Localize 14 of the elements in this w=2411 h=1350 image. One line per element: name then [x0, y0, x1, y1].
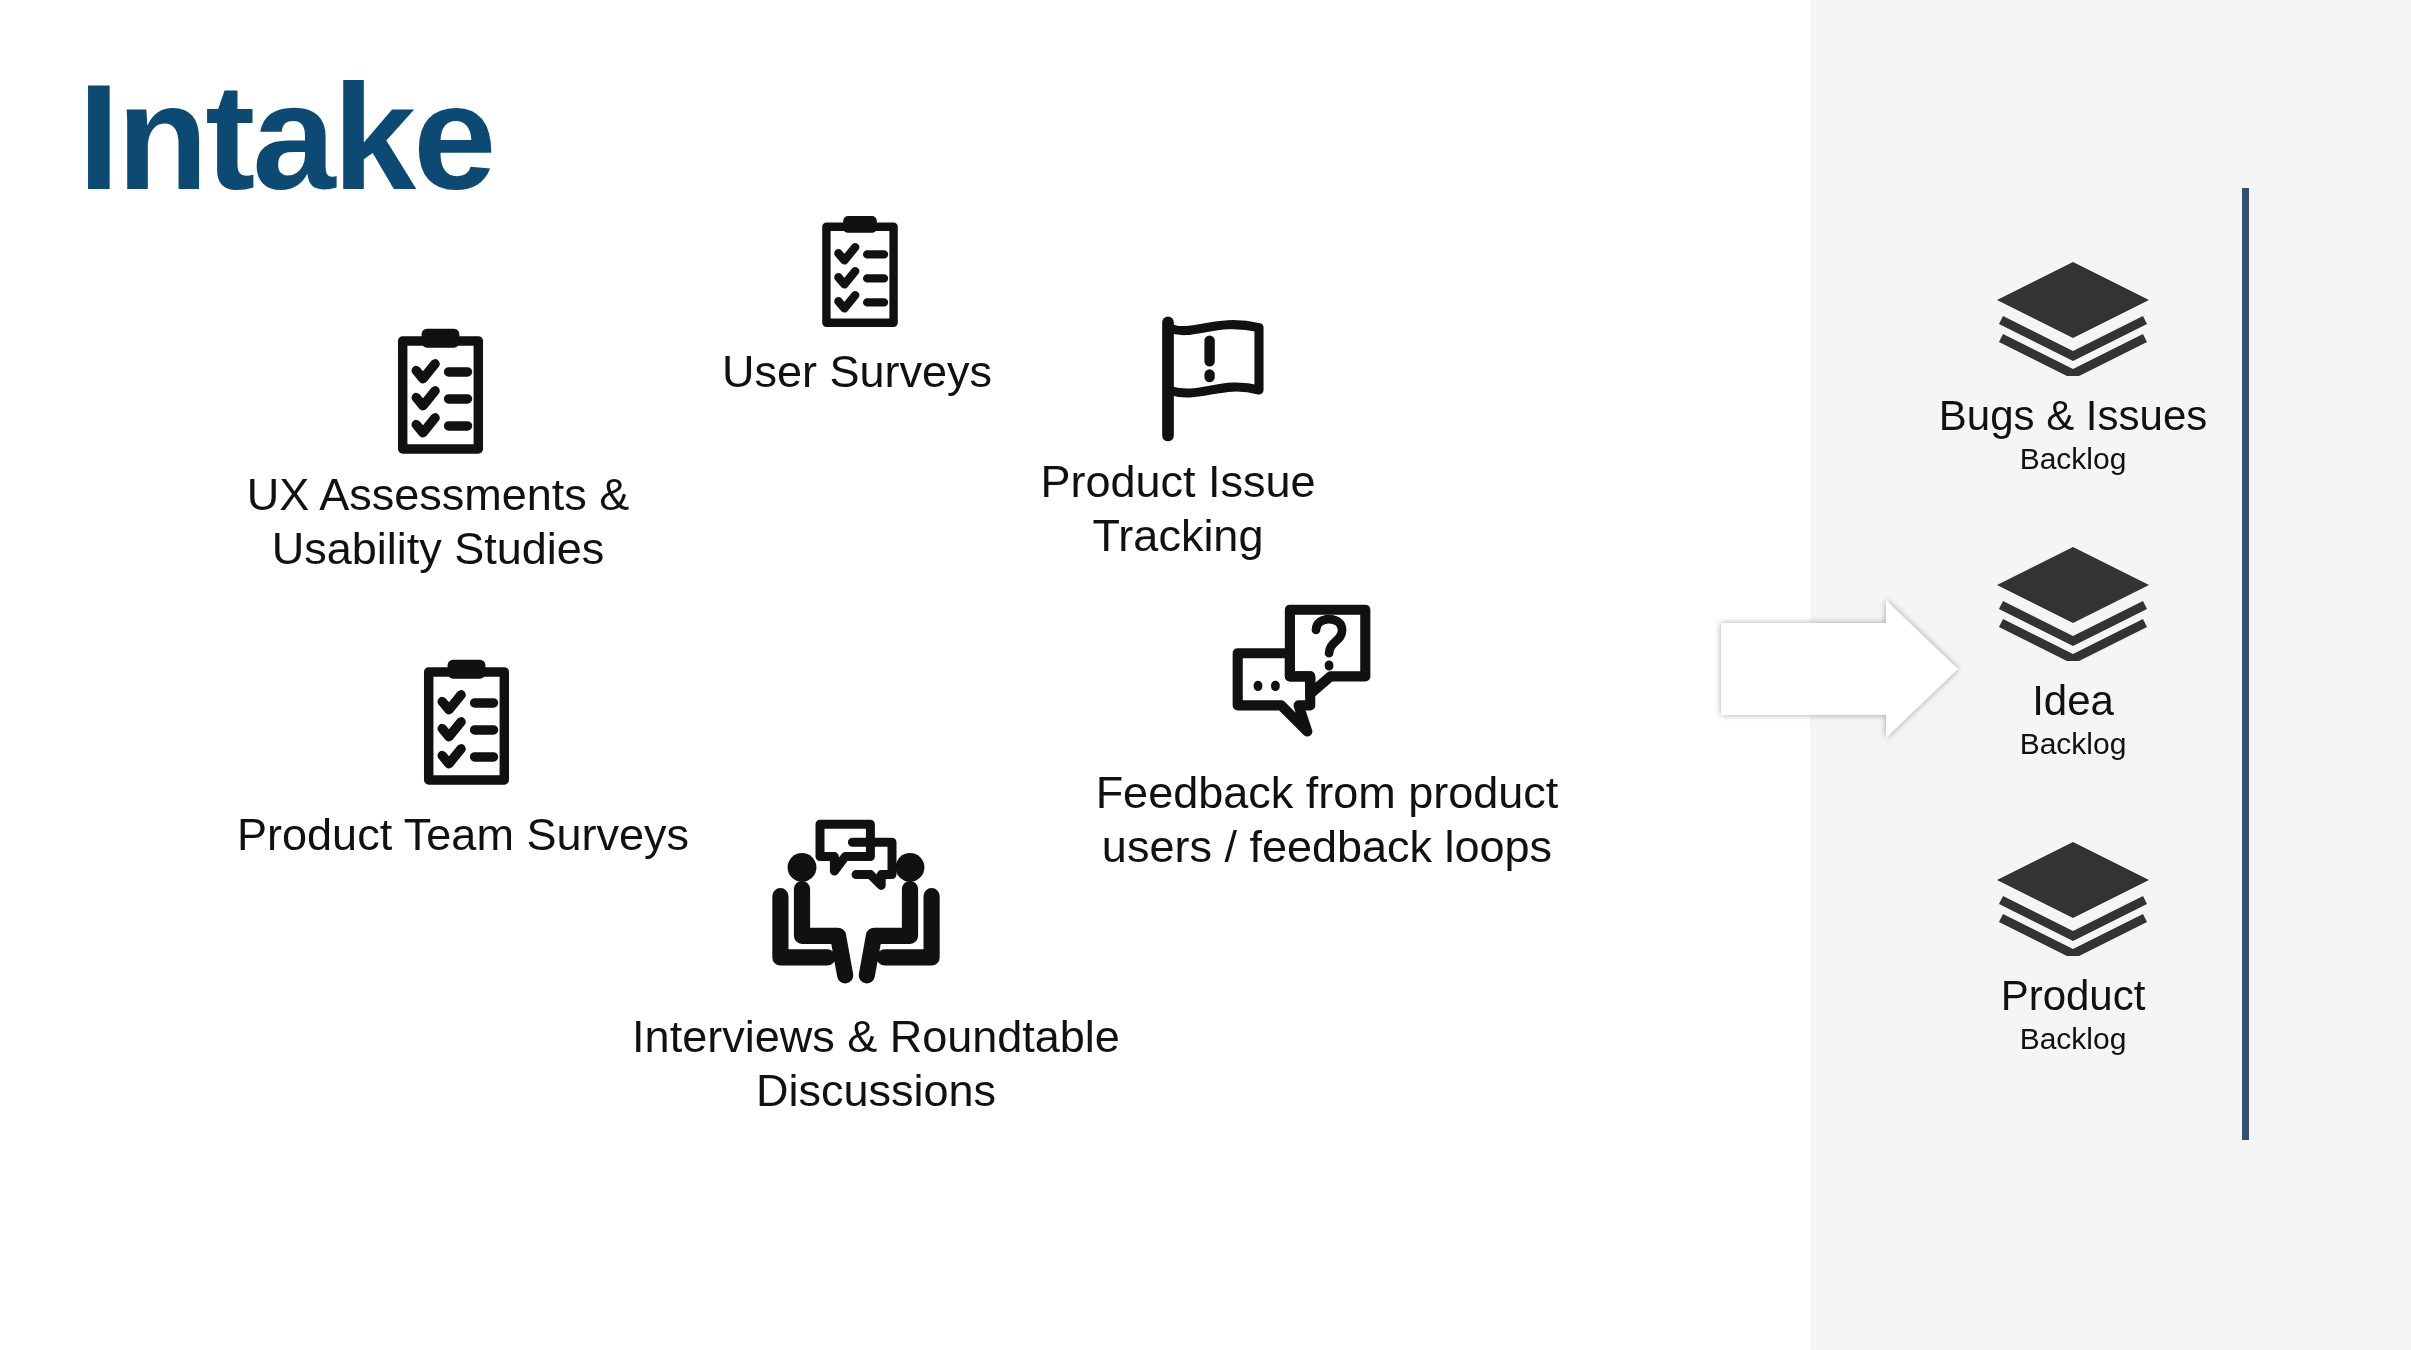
source-label: Product Team Surveys: [236, 808, 690, 862]
backlog-subtitle: Backlog: [2018, 442, 2128, 476]
source-label: Interviews & Roundtable Discussions: [631, 1010, 1121, 1118]
page-title: Intake: [78, 52, 494, 222]
source-label: Product Issue Tracking: [1039, 455, 1317, 563]
backlog-title: Product: [1999, 972, 2147, 1020]
backlog-title: Bugs & Issues: [1937, 392, 2209, 440]
backlog-title: Idea: [2031, 677, 2115, 725]
source-label: Feedback from product users / feedback loops: [1094, 766, 1560, 874]
backlog-subtitle: Backlog: [2018, 727, 2128, 761]
backlog-subtitle: Backlog: [2018, 1022, 2128, 1056]
side-panel: [1810, 0, 2411, 1350]
source-label: User Surveys: [720, 345, 994, 399]
source-label: UX Assessments & Usability Studies: [245, 468, 631, 576]
